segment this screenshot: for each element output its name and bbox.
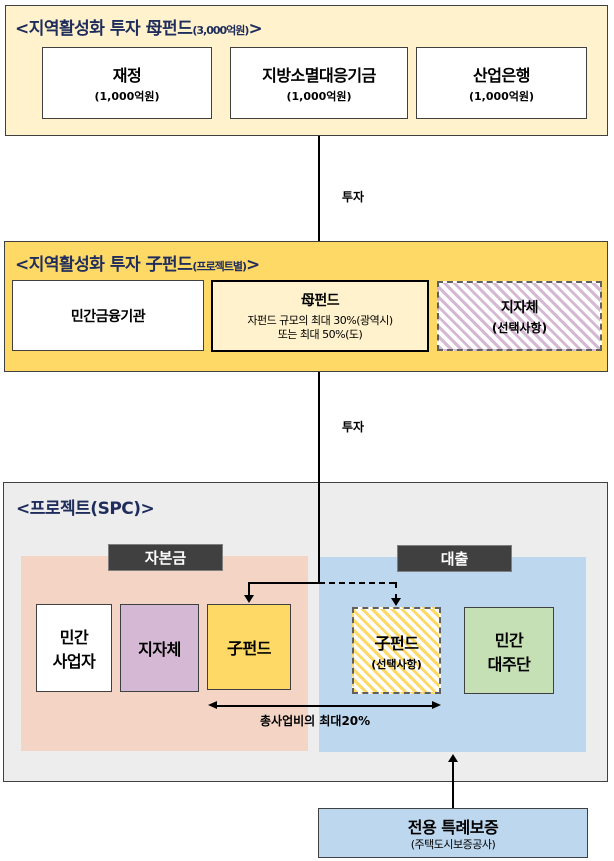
invest-connector-2 bbox=[318, 372, 320, 584]
guarantee-connector bbox=[452, 760, 454, 808]
arrow-down-icon bbox=[244, 595, 254, 603]
loan-tag: 대출 bbox=[397, 545, 512, 572]
private-lenders-box: 민간 대주단 bbox=[464, 607, 554, 694]
arrow-left-icon bbox=[208, 701, 217, 709]
arrow-right-icon bbox=[432, 701, 441, 709]
dashed-connector bbox=[319, 582, 395, 584]
mother-fund-title: <지역활성화 투자 母펀드(3,000억원)> bbox=[15, 19, 263, 39]
invest-label-1: 투자 bbox=[342, 190, 365, 204]
arrow-up-icon bbox=[448, 754, 458, 762]
private-developer-box: 민간 사업자 bbox=[36, 604, 112, 692]
connector-to-child-fund bbox=[248, 582, 320, 584]
child-fund-equity-box: 子펀드 bbox=[207, 604, 291, 690]
source-finance: 재정 (1,000억원) bbox=[42, 47, 212, 119]
project-title: <프로젝트(SPC)> bbox=[16, 499, 155, 519]
dashed-connector-drop bbox=[395, 582, 397, 600]
source-kdb: 산업은행 (1,000억원) bbox=[416, 47, 587, 119]
arrow-down-icon bbox=[391, 598, 401, 606]
limit-arrow-line bbox=[214, 705, 434, 707]
invest-connector-1 bbox=[318, 136, 320, 272]
private-finance-box: 민간금융기관 bbox=[12, 280, 204, 351]
child-fund-title: <지역활성화 투자 子펀드(프로젝트별)> bbox=[15, 255, 260, 275]
invest-label-2: 투자 bbox=[342, 420, 365, 434]
connector-drop bbox=[248, 582, 250, 597]
child-fund-loan-optional-box: 子펀드 (선택사항) bbox=[352, 607, 441, 694]
source-local-extinction-fund: 지방소멸대응기금 (1,000억원) bbox=[230, 47, 408, 119]
equity-tag: 자본금 bbox=[108, 544, 223, 571]
mother-fund-box: 母펀드 자펀드 규모의 최대 30%(광역시) 또는 최대 50%(도) bbox=[211, 280, 429, 352]
special-guarantee-box: 전용 특례보증 (주택도시보증공사) bbox=[318, 808, 588, 858]
limit-label: 총사업비의 최대20% bbox=[260, 714, 371, 728]
local-gov-optional-box: 지자체 (선택사항) bbox=[437, 281, 602, 351]
local-gov-box: 지자체 bbox=[120, 604, 199, 692]
invest-connector-2b bbox=[318, 482, 320, 584]
